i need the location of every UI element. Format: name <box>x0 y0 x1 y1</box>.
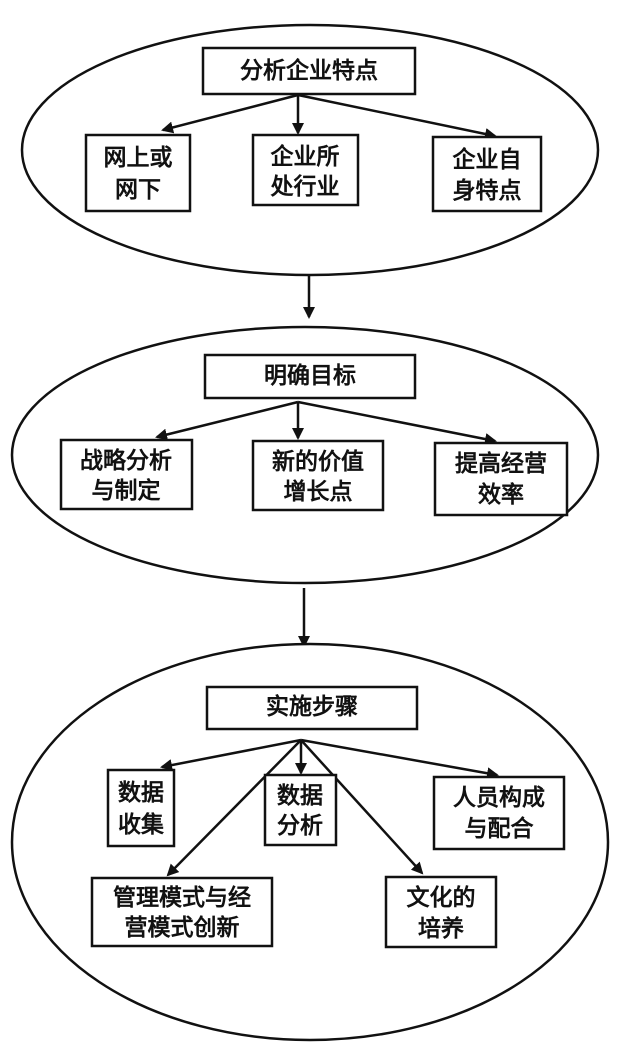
stage-2-title: 明确目标 <box>264 363 356 389</box>
stage-3-item-1-box <box>106 768 176 848</box>
stage-3-item-3-box <box>432 775 566 851</box>
stage-3-arrow-3 <box>300 738 499 780</box>
stage-3-item-4-box <box>90 876 274 948</box>
stage-1-item-2-line-2: 处行业 <box>270 173 340 200</box>
stage-1-item-3-line-2: 身特点 <box>453 177 522 204</box>
stage-2-item-3-line-1: 提高经营 <box>455 450 547 477</box>
stage-1-title-box <box>201 46 417 96</box>
stage-3-group: 实施步骤 数据 收集 数据 分析 人员构成 与配合 管理模式与经 营模式创新 文… <box>10 642 610 1042</box>
stage-3-item-5-line-2: 培养 <box>418 915 464 942</box>
stage-3-item-4-line-2: 营模式创新 <box>125 914 240 941</box>
stage-3-arrow-4 <box>166 739 302 877</box>
stage-3-item-3-line-2: 与配合 <box>465 815 535 842</box>
stage-3-arrow-1 <box>160 738 302 771</box>
stage-2-group: 明确目标 战略分析 与制定 新的价值 增长点 提高经营 效率 <box>10 325 600 585</box>
stage-3-arrow-5 <box>300 739 424 875</box>
stage-3-title-box <box>205 685 419 731</box>
stage-2-item-3-line-2: 效率 <box>478 481 524 508</box>
stage-1-item-1-line-1: 网上或 <box>104 145 173 171</box>
stage-2-item-2-box <box>251 439 385 512</box>
stage-1-item-1-line-2: 网下 <box>115 177 161 203</box>
stage-2-item-1-box <box>59 438 194 511</box>
stage-3-item-1-line-2: 收集 <box>118 811 165 838</box>
stage-2-item-2-line-1: 新的价值 <box>272 448 364 475</box>
stage-1-item-2-box <box>251 133 360 207</box>
stage-2-arrow-1 <box>155 400 299 441</box>
stage-2-item-2-line-2: 增长点 <box>284 478 353 505</box>
stage-1-item-3-box <box>431 135 543 213</box>
stage-3-item-2-line-2: 分析 <box>277 813 323 839</box>
stage-1-group: 分析企业特点 网上或 网下 企业所 处行业 企业自 身特点 <box>20 23 600 277</box>
stage-1-item-3-line-1: 企业自 <box>452 146 522 173</box>
stage-1-arrow-3 <box>297 93 497 140</box>
stage-1-title: 分析企业特点 <box>240 57 378 84</box>
stage-3-item-3-line-1: 人员构成 <box>453 784 545 811</box>
stage-2-title-box <box>203 353 417 400</box>
stage-2-arrow-3 <box>297 400 497 445</box>
stage-2-item-3-box <box>433 441 569 517</box>
stage-1-item-1-box <box>84 133 192 213</box>
stage-1-item-2-line-1: 企业所 <box>270 143 340 170</box>
stage-2-item-1-line-1: 战略分析 <box>80 447 172 474</box>
stage-3-item-2-line-1: 数据 <box>277 783 323 809</box>
stage-3-item-2-box <box>263 773 338 847</box>
stage-2-item-1-line-2: 与制定 <box>92 477 161 504</box>
stage-3-item-5-box <box>384 875 498 949</box>
stage-3-item-4-line-1: 管理模式与经 <box>113 884 251 911</box>
stage-3-item-1-line-1: 数据 <box>118 780 164 806</box>
stage-3-item-5-line-1: 文化的 <box>407 884 476 911</box>
stage-3-title: 实施步骤 <box>266 693 358 720</box>
stage-1-arrow-1 <box>161 93 299 134</box>
